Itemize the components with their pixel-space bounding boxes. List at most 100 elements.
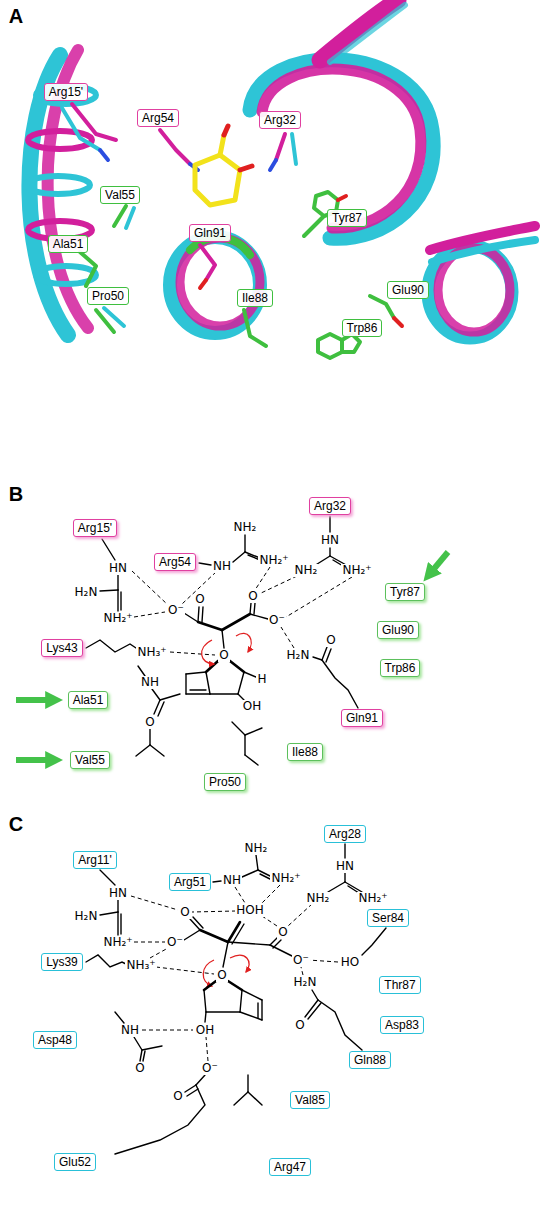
atom-label: O: [134, 1062, 145, 1075]
residue-box: Arg11': [73, 851, 116, 869]
residue-name: Ile88: [242, 291, 268, 305]
atom-label: O: [172, 1090, 183, 1103]
residue-box: Arg54: [137, 109, 179, 127]
residue-box: Thr87: [379, 976, 420, 994]
atom-label: O: [216, 969, 227, 982]
atom-label: H₂N: [293, 976, 318, 989]
residue-name: Arg54: [159, 555, 191, 569]
residue-box: Ile88: [287, 743, 323, 761]
atom-label: NH: [212, 560, 232, 573]
atom-label: HO: [340, 956, 360, 969]
residue-box: Arg32: [259, 111, 301, 129]
atom-label: O: [179, 906, 190, 919]
residue-box: Arg28: [324, 825, 366, 843]
atom-label: HOH: [235, 904, 265, 917]
residue-name: Tyr87: [390, 585, 420, 599]
atom-label: NH: [140, 676, 160, 689]
atom-label: NH₂⁺: [270, 872, 301, 885]
residue-box: Asp48: [33, 1031, 77, 1049]
residue-box: Ile88: [237, 289, 273, 307]
chemical-bonds: [86, 844, 386, 1154]
residue-box: Tyr87: [385, 583, 425, 601]
residue-box: Arg51: [169, 873, 211, 891]
atom-label: NH₂⁺: [357, 892, 388, 905]
residue-name: Arg51: [174, 875, 206, 889]
atom-label: NH₂⁺: [258, 554, 289, 567]
residue-box: Ala51: [48, 235, 89, 253]
residue-name: Trp86: [385, 661, 416, 675]
residue-name: Arg32: [314, 499, 346, 513]
residue-name: Lys43: [46, 641, 78, 655]
residue-box: Glu90: [377, 621, 419, 639]
atom-label: O⁻: [292, 954, 310, 967]
residue-box: Arg32: [309, 497, 351, 515]
atom-label: O⁻: [167, 604, 185, 617]
atom-label: O⁻: [268, 614, 286, 627]
atom-label: H₂N: [74, 910, 99, 923]
residue-box: Arg47: [269, 1158, 311, 1176]
residue-name: Glu52: [59, 1155, 91, 1169]
atom-label: O: [247, 590, 258, 603]
panel-letter: C: [9, 813, 23, 836]
residue-name: Pro50: [209, 775, 241, 789]
residue-sticks: [62, 104, 402, 358]
atom-label: H₂N: [286, 649, 311, 662]
residue-box: Ala51: [68, 691, 109, 709]
atom-label: O: [294, 1019, 305, 1032]
atom-label: NH₂⁺: [102, 612, 133, 625]
atom-label: NH₂: [233, 521, 258, 534]
residue-box: Glu52: [54, 1153, 96, 1171]
residue-box: Trp86: [380, 659, 421, 677]
atom-label: O: [218, 649, 229, 662]
residue-box: Gln88: [349, 1051, 391, 1069]
residue-name: Arg15': [49, 85, 83, 99]
residue-name: Arg32: [264, 113, 296, 127]
atom-label: HN: [108, 887, 128, 900]
hydrogen-bonds: [132, 567, 352, 655]
residue-box: Val85: [290, 1091, 330, 1109]
residue-name: Ile88: [292, 745, 318, 759]
residue-box: Lys43: [41, 639, 83, 657]
residue-box: Val55: [100, 186, 140, 204]
residue-name: Ala51: [73, 693, 104, 707]
atom-label: H: [256, 673, 267, 686]
atom-label: O⁻: [166, 936, 184, 949]
atom-label: O: [194, 593, 205, 606]
atom-label: HN: [108, 562, 128, 575]
residue-name: Arg47: [274, 1160, 306, 1174]
residue-name: Pro50: [92, 289, 124, 303]
residue-box: Glu90: [387, 281, 429, 299]
residue-box: Asp83: [380, 1016, 424, 1034]
residue-name: Arg15': [78, 521, 112, 535]
residue-box: Gln91: [341, 709, 383, 727]
residue-name: Arg11': [78, 853, 111, 867]
residue-name: Gln91: [194, 226, 226, 240]
atom-label: NH₂⁺: [341, 564, 372, 577]
residue-name: Lys39: [46, 955, 78, 969]
residue-name: Gln88: [354, 1053, 386, 1067]
atom-label: NH₂: [306, 892, 331, 905]
residue-box: Arg15': [73, 519, 117, 537]
atom-label: NH₃⁺: [125, 959, 156, 972]
atom-label: O: [325, 634, 336, 647]
atom-label: OH: [195, 1024, 215, 1037]
residue-box: Pro50: [204, 773, 246, 791]
residue-box: Lys39: [41, 953, 83, 971]
residue-name: Ala51: [53, 237, 84, 251]
residue-box: Val55: [70, 751, 110, 769]
residue-name: Glu90: [392, 283, 424, 297]
hydrogen-bonds: [131, 885, 338, 1061]
atom-label: OH: [242, 700, 262, 713]
residue-name: Asp83: [385, 1018, 419, 1032]
atom-label: NH: [222, 874, 242, 887]
residue-name: Val85: [295, 1093, 325, 1107]
residue-name: Glu90: [382, 623, 414, 637]
atom-label: HN: [335, 860, 355, 873]
residue-name: Asp48: [38, 1033, 72, 1047]
residue-box: Tyr87: [327, 209, 367, 227]
residue-name: Val55: [105, 188, 135, 202]
atom-label: NH₃⁺: [136, 646, 167, 659]
residue-name: Arg28: [329, 827, 361, 841]
highlight-arrows: [16, 552, 448, 760]
residue-box: Ser84: [367, 909, 409, 927]
